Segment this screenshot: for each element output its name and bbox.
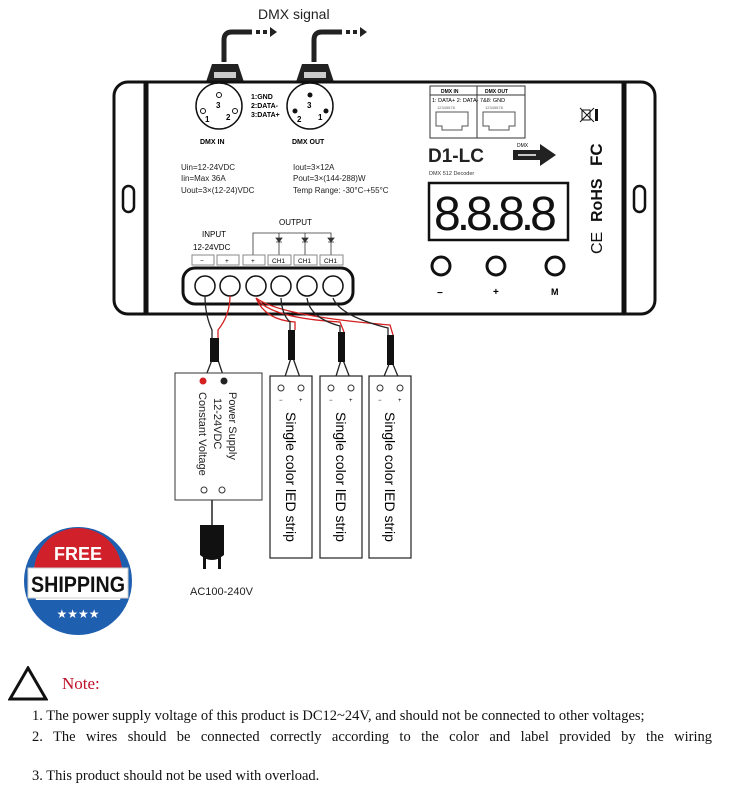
dmx-in-label: DMX IN bbox=[200, 139, 225, 146]
dmx-arrow-icon: DMX bbox=[513, 143, 556, 166]
input-label: INPUT bbox=[202, 230, 226, 239]
mount-hole-left bbox=[121, 184, 136, 214]
svg-text:1:GND: 1:GND bbox=[251, 94, 273, 101]
power-supply: Power Supply 12-24VDC Constant Voltage bbox=[174, 372, 263, 501]
svg-text:3: 3 bbox=[307, 101, 312, 110]
svg-text:2: 2 bbox=[226, 113, 231, 122]
svg-text:M: M bbox=[551, 287, 559, 297]
specs: Uin=12-24VDC Iin=Max 36A Uout=3×(12-24)V… bbox=[181, 163, 389, 195]
ac-voltage-label: AC100-240V bbox=[190, 586, 254, 598]
svg-text:1: 1 bbox=[318, 113, 323, 122]
wire-connectors bbox=[210, 330, 394, 365]
svg-text:+: + bbox=[251, 258, 255, 265]
svg-text:SHIPPING: SHIPPING bbox=[31, 572, 125, 597]
svg-text:Constant Voltage: Constant Voltage bbox=[196, 392, 208, 476]
output-diodes bbox=[252, 232, 335, 255]
svg-text:+: + bbox=[398, 398, 402, 404]
svg-text:★★★★: ★★★★ bbox=[56, 607, 99, 621]
note-line: 1. The power supply voltage of this prod… bbox=[32, 708, 645, 724]
svg-text:12345678: 12345678 bbox=[485, 105, 504, 110]
svg-text:CH1: CH1 bbox=[298, 258, 311, 265]
terminal-labels: − + + CH1 CH1 CH1 bbox=[191, 254, 344, 266]
svg-text:FREE: FREE bbox=[54, 544, 102, 564]
svg-text:−: − bbox=[437, 288, 443, 299]
svg-text:DMX: DMX bbox=[517, 143, 529, 149]
dmx-cables bbox=[221, 29, 342, 62]
svg-text:Iin=Max 36A: Iin=Max 36A bbox=[181, 174, 226, 183]
pin-legend: 1:GND 2:DATA- 3:DATA+ bbox=[251, 94, 280, 119]
svg-text:2:DATA-: 2:DATA- bbox=[251, 103, 279, 110]
warning-icon bbox=[8, 666, 48, 701]
led-strip-3: − + Single color lED strip bbox=[368, 375, 412, 559]
svg-text:Power Supply: Power Supply bbox=[226, 392, 238, 460]
rohs-mark: RoHS bbox=[589, 178, 606, 222]
input-voltage-label: 12-24VDC bbox=[193, 243, 231, 252]
led-strip-1: − + Single color lED strip bbox=[269, 375, 313, 559]
plus-button bbox=[485, 255, 507, 277]
note-title: Note: bbox=[62, 674, 100, 693]
mount-hole-right bbox=[632, 184, 647, 214]
dmx-out-label: DMX OUT bbox=[292, 139, 325, 146]
svg-text:2: 2 bbox=[297, 115, 302, 124]
wiring-diagram: DMX signal 3 1 2 DMX IN 1:GND 2:DATA- 3:… bbox=[112, 6, 657, 598]
signal-arrows bbox=[256, 27, 367, 37]
svg-text:3: 3 bbox=[216, 101, 221, 110]
svg-text:8.8.8.8: 8.8.8.8 bbox=[434, 188, 555, 241]
note-line: 3. This product should not be used with … bbox=[32, 768, 320, 784]
svg-text:3:DATA+: 3:DATA+ bbox=[251, 112, 280, 119]
xlr-plug-out bbox=[296, 64, 334, 82]
svg-text:CH1: CH1 bbox=[324, 258, 337, 265]
svg-text:Single color lED strip: Single color lED strip bbox=[333, 412, 349, 542]
ce-mark: CE bbox=[589, 232, 606, 254]
led-display: 8.8.8.8 bbox=[427, 181, 570, 242]
svg-text:1: DATA+ 2: DATA- 7&8: GND: 1: DATA+ 2: DATA- 7&8: GND bbox=[432, 98, 505, 104]
svg-text:−: − bbox=[279, 398, 283, 404]
ac-plug-icon bbox=[200, 525, 224, 569]
dmx-out-socket: 3 2 1 DMX OUT bbox=[286, 82, 334, 146]
fcc-mark: FC bbox=[587, 143, 606, 166]
svg-text:+: + bbox=[493, 287, 499, 298]
svg-text:Single color lED strip: Single color lED strip bbox=[283, 412, 299, 542]
output-label: OUTPUT bbox=[279, 218, 312, 227]
svg-text:12345678: 12345678 bbox=[437, 105, 456, 110]
svg-text:Temp Range: -30°C-+55°C: Temp Range: -30°C-+55°C bbox=[293, 186, 389, 195]
svg-text:+: + bbox=[349, 398, 353, 404]
note-line: 2. The wires should be connected correct… bbox=[32, 729, 712, 745]
free-shipping-badge: FREE SHIPPING ★★★★ bbox=[24, 527, 132, 635]
certification-marks: FC RoHS CE bbox=[579, 107, 606, 254]
dmx-signal-label: DMX signal bbox=[258, 6, 330, 22]
svg-text:Single color lED strip: Single color lED strip bbox=[382, 412, 398, 542]
weee-bin-icon bbox=[579, 107, 598, 123]
svg-text:1: 1 bbox=[205, 115, 210, 124]
svg-text:−: − bbox=[378, 398, 382, 404]
xlr-plug-in bbox=[206, 64, 244, 82]
terminal-block bbox=[181, 266, 355, 306]
svg-text:CH1: CH1 bbox=[272, 258, 285, 265]
control-buttons: − + M bbox=[430, 255, 566, 299]
svg-text:DMX OUT: DMX OUT bbox=[485, 89, 508, 95]
svg-text:12-24VDC: 12-24VDC bbox=[211, 398, 223, 449]
mode-button bbox=[544, 255, 566, 277]
svg-text:Uin=12-24VDC: Uin=12-24VDC bbox=[181, 163, 235, 172]
svg-text:+: + bbox=[299, 398, 303, 404]
svg-text:+: + bbox=[225, 258, 229, 265]
svg-text:Pout=3×(144-288)W: Pout=3×(144-288)W bbox=[293, 174, 366, 183]
svg-text:−: − bbox=[329, 398, 333, 404]
svg-text:Iout=3×12A: Iout=3×12A bbox=[293, 163, 335, 172]
svg-text:DMX IN: DMX IN bbox=[441, 89, 459, 95]
model-subtitle: DMX 512 Decoder bbox=[429, 171, 474, 177]
led-strip-2: − + Single color lED strip bbox=[319, 375, 363, 559]
note-section: Note: 1. The power supply voltage of thi… bbox=[0, 660, 735, 798]
svg-text:Uout=3×(12-24)VDC: Uout=3×(12-24)VDC bbox=[181, 186, 255, 195]
model-name: D1-LC bbox=[428, 146, 484, 167]
svg-text:−: − bbox=[200, 258, 204, 265]
dmx-in-socket: 3 1 2 DMX IN bbox=[195, 82, 243, 146]
rj45-ports: DMX IN DMX OUT 1: DATA+ 2: DATA- 7&8: GN… bbox=[429, 85, 526, 139]
minus-button bbox=[430, 255, 452, 277]
